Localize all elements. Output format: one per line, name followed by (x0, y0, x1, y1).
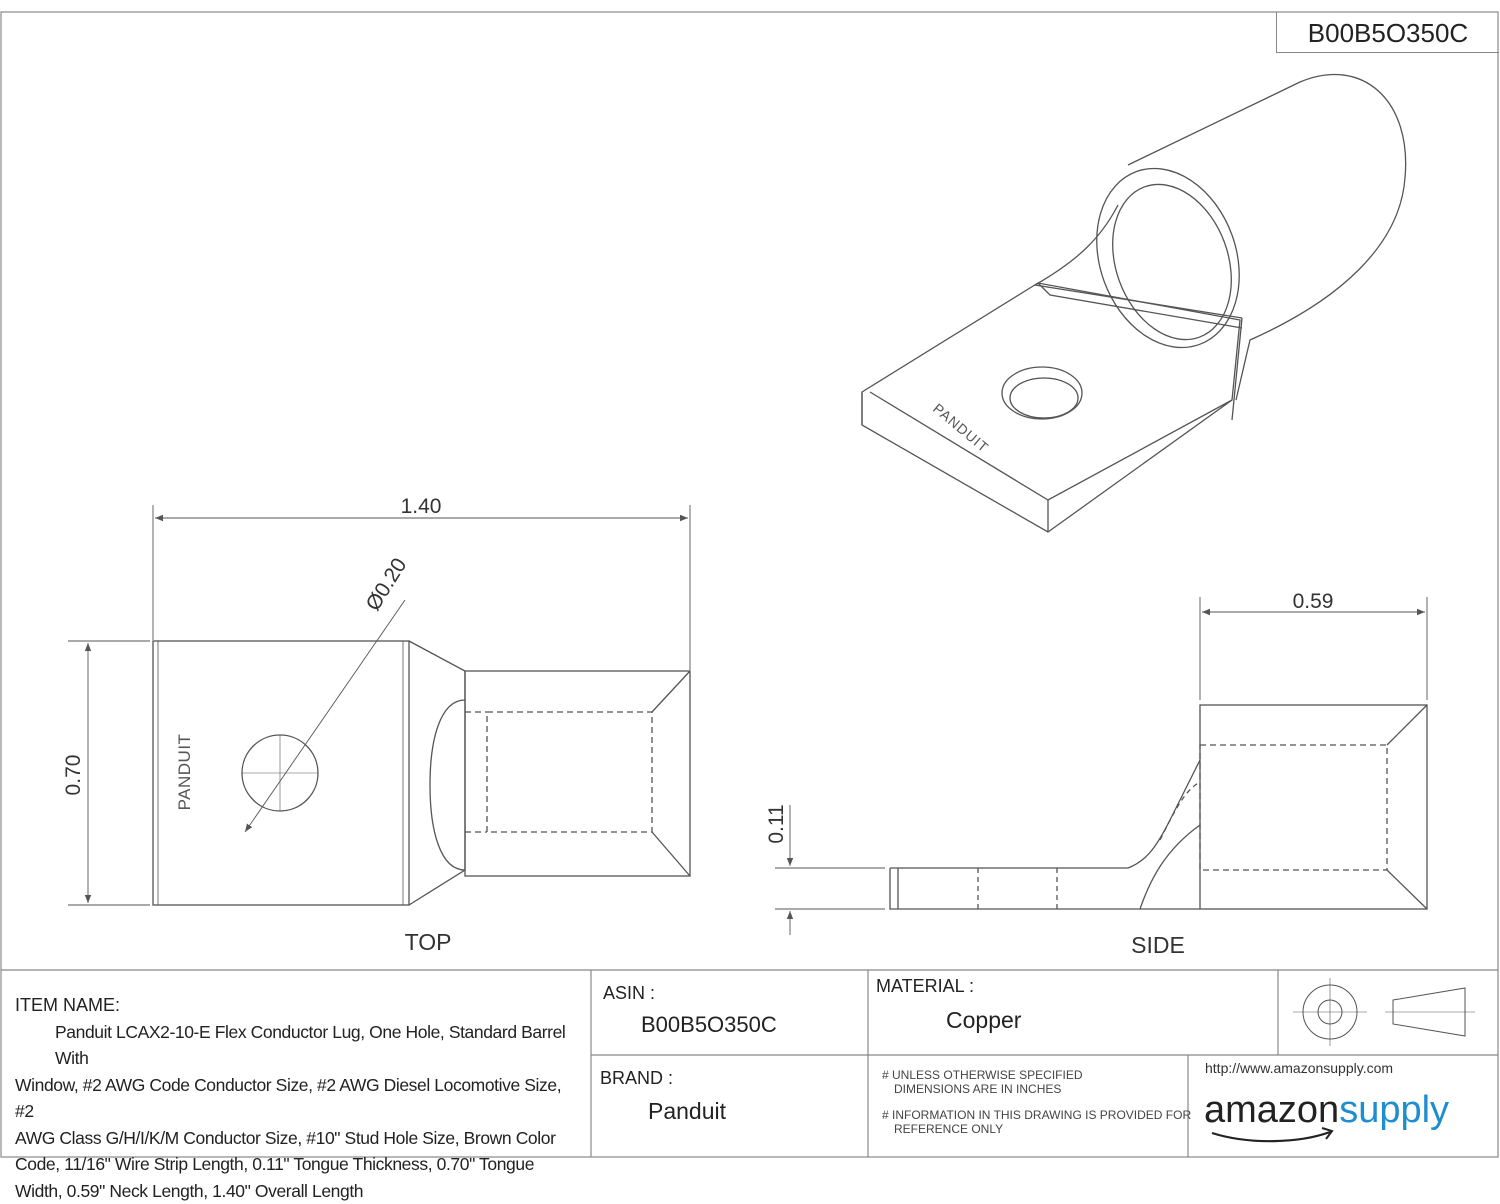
item-desc-line: AWG Class G/H/I/K/M Conductor Size, #10"… (15, 1125, 580, 1152)
note-units-line1: # UNLESS OTHERWISE SPECIFIED (882, 1068, 1083, 1082)
logo-word-amazon: amazon (1204, 1089, 1339, 1131)
sheet-border (1, 12, 1498, 1157)
item-name-description: Panduit LCAX2-10-E Flex Conductor Lug, O… (15, 1019, 580, 1204)
logo-smile-icon (1212, 1132, 1330, 1141)
asin-badge: B00B5O350C (1276, 12, 1499, 53)
item-desc-line: Code, 11/16" Wire Strip Length, 0.11" To… (15, 1151, 580, 1178)
top-view-label: TOP (405, 929, 452, 955)
top-view-dimensions (68, 505, 690, 905)
logo-word-supply: supply (1339, 1089, 1449, 1131)
note-reference-line2: REFERENCE ONLY (894, 1122, 1003, 1136)
projection-symbol-icon (1293, 978, 1475, 1046)
top-view (153, 641, 690, 905)
side-view-label: SIDE (1131, 932, 1185, 958)
amazon-supply-logo: amazonsupply (1204, 1090, 1449, 1130)
item-name-cell: ITEM NAME: Panduit LCAX2-10-E Flex Condu… (15, 992, 580, 1204)
top-dim-hole: Ø0.20 (362, 554, 412, 615)
item-desc-line: Panduit LCAX2-10-E Flex Conductor Lug, O… (55, 1019, 580, 1072)
note-reference-line1: # INFORMATION IN THIS DRAWING IS PROVIDE… (882, 1108, 1191, 1122)
side-view-dimensions (775, 597, 1427, 935)
side-view (890, 705, 1427, 909)
item-desc-line: Width, 0.59" Neck Length, 1.40" Overall … (15, 1178, 580, 1204)
brand-value: Panduit (648, 1098, 726, 1125)
asin-label: ASIN : (603, 983, 655, 1004)
item-desc-line: Window, #2 AWG Code Conductor Size, #2 A… (15, 1072, 580, 1125)
brand-label: BRAND : (600, 1068, 673, 1089)
top-dim-width: 0.70 (62, 755, 85, 796)
drawing-sheet: PANDUIT 1.40 0.70 Ø0.20 PANDUIT TOP (0, 0, 1500, 1159)
note-units-line2: DIMENSIONS ARE IN INCHES (894, 1082, 1061, 1096)
side-dim-neck: 0.59 (1293, 590, 1334, 613)
supplier-url[interactable]: http://www.amazonsupply.com (1205, 1060, 1393, 1076)
material-value: Copper (946, 1007, 1021, 1034)
isometric-view (862, 75, 1406, 532)
top-brand-mark: PANDUIT (175, 734, 194, 811)
material-label: MATERIAL : (876, 976, 974, 997)
item-name-label: ITEM NAME: (15, 992, 580, 1019)
top-dim-length: 1.40 (401, 495, 442, 518)
asin-value: B00B5O350C (641, 1012, 777, 1038)
side-dim-thickness: 0.11 (765, 804, 788, 843)
